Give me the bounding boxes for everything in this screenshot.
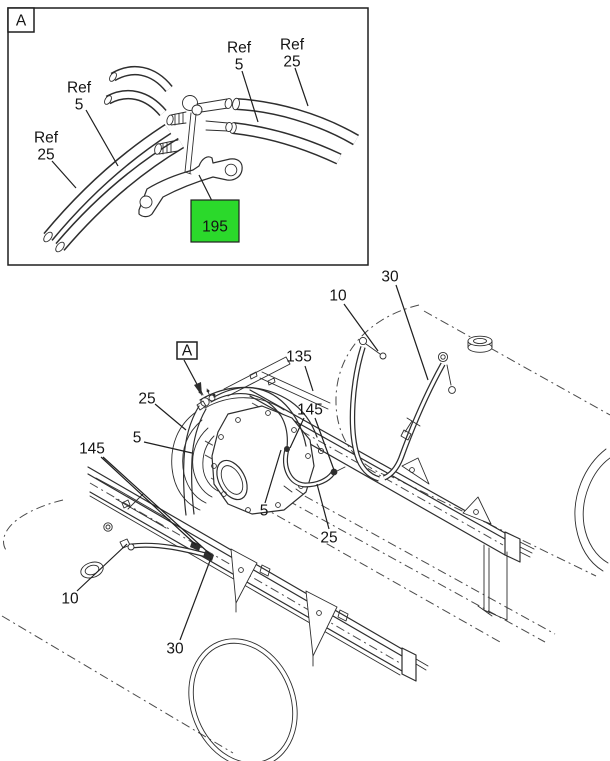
detail-arrow: [183, 359, 200, 389]
callout-ref-5-right: Ref 5: [227, 40, 259, 123]
part-number-195[interactable]: 195: [202, 219, 228, 236]
frame-hose-run: [119, 538, 214, 561]
part-number[interactable]: 145: [79, 441, 105, 458]
hose-5-right: [232, 122, 342, 165]
ref-number: 5: [235, 57, 244, 74]
callout-10-top[interactable]: 10: [329, 288, 379, 352]
part-number[interactable]: 30: [166, 641, 184, 658]
part-number[interactable]: 5: [133, 430, 142, 447]
tank-hose-10: [349, 336, 387, 482]
hose-open-end: [43, 231, 53, 243]
ref-hose-lower: [104, 89, 167, 117]
ref-number: 5: [75, 97, 84, 114]
highlight-callout-195[interactable]: 195: [190, 199, 240, 243]
callout-145-left[interactable]: 145: [79, 441, 212, 556]
inset-detail-panel: 195 A Ref 5 Ref 25 Ref 5 Ref 25: [7, 7, 369, 266]
part-number[interactable]: 5: [260, 503, 269, 520]
hose-elbow-fitting: [127, 543, 135, 551]
detail-marker-label[interactable]: A: [182, 343, 193, 360]
callout-30-top[interactable]: 30: [381, 269, 429, 381]
ref-label: Ref: [67, 80, 92, 97]
callout-ref-5-left: Ref 5: [67, 80, 119, 167]
detail-marker-a[interactable]: A: [176, 341, 202, 396]
callout-ref-25-left: Ref 25: [34, 130, 77, 189]
fuel-tank-right: [335, 304, 610, 577]
callout-135[interactable]: 135: [286, 349, 314, 392]
fuel-tank-left: [1, 499, 298, 761]
ref-hose-upper: [109, 66, 173, 93]
main-assembly-view: A 30 10 135 25 5 145: [1, 269, 610, 761]
callout-10-bottom[interactable]: 10: [61, 543, 128, 608]
inset-marker-a: A: [7, 7, 35, 33]
part-number[interactable]: 10: [61, 591, 79, 608]
callout-25-right[interactable]: 25: [316, 483, 338, 547]
inset-marker-label: A: [16, 13, 27, 30]
frame-rail-near: [87, 466, 429, 682]
part-number[interactable]: 135: [286, 349, 312, 366]
bracket-strap: [184, 112, 197, 175]
hose-25-right: [235, 98, 360, 146]
hose-25-left: [43, 123, 172, 241]
callout-30-bottom[interactable]: 30: [166, 557, 212, 658]
hose-clamp: [190, 541, 201, 551]
part-number[interactable]: 30: [381, 269, 399, 286]
hose-clamp: [284, 446, 290, 452]
crossmember: [223, 356, 331, 410]
frame-gussets-far: [401, 457, 508, 621]
callout-145-right[interactable]: 145: [289, 402, 335, 471]
leader-195: [198, 174, 213, 202]
hose-end-fitting: [330, 468, 338, 476]
hose-open-end: [55, 241, 65, 253]
ref-label: Ref: [280, 37, 305, 54]
axle-hoses: [183, 387, 346, 516]
callout-5-left[interactable]: 5: [133, 430, 193, 454]
filler-cap-left-tank: [80, 561, 104, 579]
callout-5-center[interactable]: 5: [260, 449, 282, 520]
fitting-assembly: [154, 95, 233, 175]
filler-cap-right-tank: [467, 335, 493, 353]
ref-label: Ref: [34, 130, 59, 147]
callout-ref-25-right: Ref 25: [280, 37, 309, 107]
part-number[interactable]: 145: [297, 402, 323, 419]
axle-housing: [171, 386, 325, 515]
highlight-box[interactable]: [190, 199, 240, 243]
part-number[interactable]: 25: [320, 530, 337, 547]
frame-gussets-near: [230, 548, 349, 667]
callout-25-left[interactable]: 25: [138, 391, 187, 431]
tank-hose-30: [382, 351, 456, 481]
part-number[interactable]: 10: [329, 288, 347, 305]
ref-number: 25: [283, 54, 300, 71]
part-number[interactable]: 25: [138, 391, 155, 408]
hose-open-end: [232, 97, 240, 111]
ref-number: 25: [37, 147, 54, 164]
ref-label: Ref: [227, 40, 252, 57]
bracket-195: [138, 156, 243, 218]
detail-arrowhead: [194, 382, 202, 396]
